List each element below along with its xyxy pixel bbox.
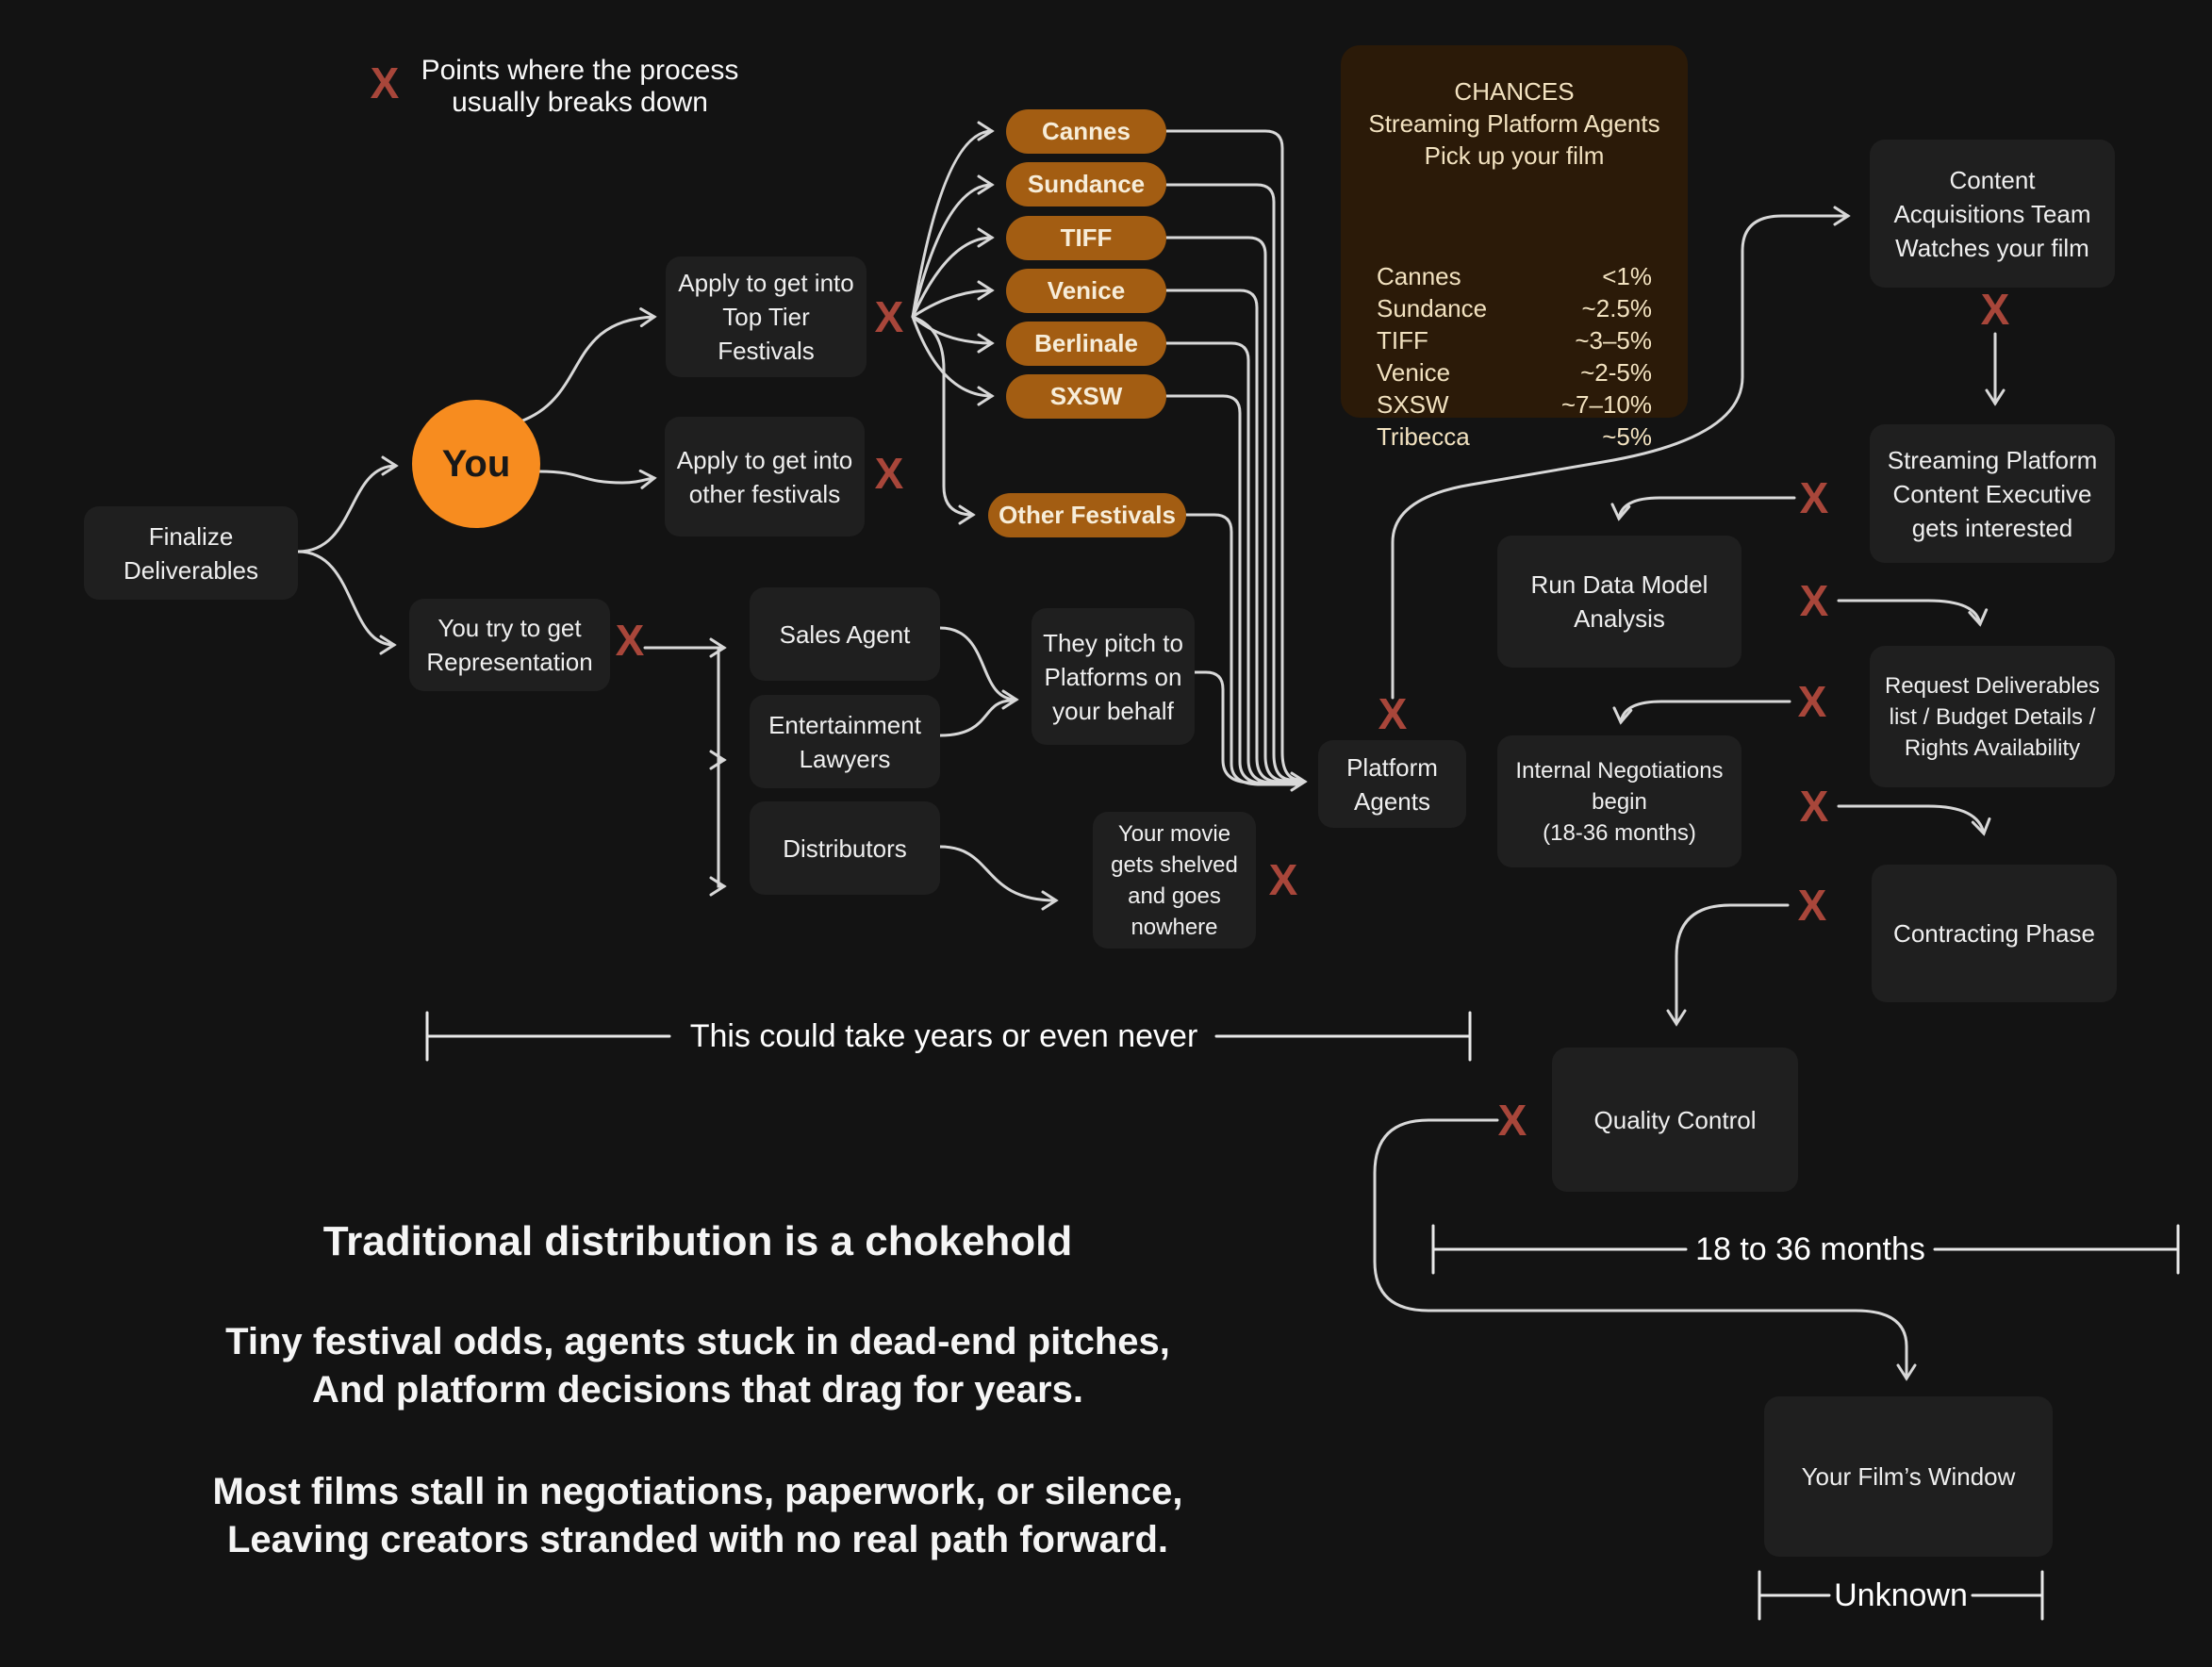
node-finalize-deliverables: Finalize Deliverables: [84, 506, 298, 600]
line-bundle-venice: [1164, 289, 1301, 784]
node-you: You: [412, 400, 540, 528]
chances-row-value: ~2.5%: [1581, 294, 1652, 322]
arrow-fan-venice: [911, 280, 995, 319]
chances-row-value: <1%: [1602, 262, 1652, 290]
chances-row: TIFF ~3–5%: [1377, 324, 1652, 356]
chances-panel: CHANCES Streaming Platform Agents Pick u…: [1341, 45, 1688, 451]
node-internal-negotiations: Internal Negotiations begin (18-36 month…: [1497, 735, 1742, 867]
chances-row-name: Tribecca: [1377, 422, 1470, 451]
node-movie-shelved: Your movie gets shelved and goes nowhere: [1093, 812, 1256, 949]
node-pitch-platforms: They pitch to Platforms on your behalf: [1032, 608, 1195, 745]
node-content-acquisitions: Content Acquisitions Team Watches your f…: [1870, 140, 2115, 288]
chances-row: Venice ~2-5%: [1377, 356, 1652, 388]
chances-rows: Cannes <1% Sundance ~2.5% TIFF ~3–5% Venice…: [1377, 260, 1652, 453]
arrow-fan-cannes: [911, 121, 995, 319]
footer-paragraph-1: Tiny festival odds, agents stuck in dead…: [225, 1321, 1170, 1411]
arrow-you-to-apply-other: [537, 469, 657, 489]
arrow-x1-to-rundata: [1610, 496, 1796, 521]
node-apply-other-festivals: Apply to get into other festivals: [665, 417, 865, 536]
line-bundle-sundance: [1164, 183, 1301, 782]
arrow-branch-to-distributors: [709, 758, 727, 897]
arrow-x2-to-request: [1837, 599, 1989, 627]
chances-row-value: ~7–10%: [1560, 390, 1652, 419]
break-x-quality: X: [1497, 1096, 1527, 1145]
chances-row: Sundance ~2.5%: [1377, 292, 1652, 324]
arrow-finalize-to-representation: [296, 550, 397, 655]
arrow-finalize-to-you: [296, 455, 399, 553]
legend-x-icon: X: [370, 58, 400, 107]
pill-other-festivals: Other Festivals: [988, 493, 1186, 537]
node-run-data-model: Run Data Model Analysis: [1497, 536, 1742, 668]
arrow-fan-berlinale: [911, 315, 995, 354]
measure-months-label: 18 to 36 months: [1695, 1231, 1925, 1267]
node-quality-control: Quality Control: [1552, 1048, 1798, 1192]
break-x-shelved: X: [1268, 855, 1298, 904]
arrow-branch-to-lawyers: [709, 646, 727, 770]
chances-row-value: ~3–5%: [1575, 326, 1652, 355]
legend-text: Points where the process usually breaks …: [421, 55, 739, 118]
break-x-streaming: X: [1799, 473, 1829, 522]
node-contracting-phase: Contracting Phase: [1872, 865, 2117, 1002]
arrow-to-other-festivals: [911, 315, 976, 525]
arrow-platformx-to-content-acq: [1391, 206, 1851, 700]
line-bundle-berlinale: [1164, 341, 1301, 784]
chances-row-name: Sundance: [1377, 294, 1488, 322]
break-x-negotiations: X: [1799, 782, 1829, 831]
arrow-fan-tiff: [911, 227, 995, 319]
arrow-you-to-apply-top: [519, 307, 657, 423]
measure-unknown-label: Unknown: [1834, 1577, 1968, 1613]
measure-years-label: This could take years or even never: [690, 1018, 1198, 1054]
break-x-request: X: [1797, 677, 1827, 726]
chances-row: Tribecca ~5%: [1377, 421, 1652, 453]
arrow-x3-to-negotiations: [1612, 700, 1791, 725]
node-film-window: Your Film’s Window: [1764, 1396, 2053, 1557]
chances-row-name: TIFF: [1377, 326, 1428, 355]
arrow-fan-sundance: [911, 174, 995, 319]
node-sales-agent: Sales Agent: [750, 587, 940, 681]
arrow-x4-to-contracting: [1837, 804, 1991, 836]
pill-tiff: TIFF: [1006, 216, 1166, 260]
node-platform-agents: Platform Agents: [1318, 740, 1466, 828]
footer-paragraph-2: Most films stall in negotiations, paperw…: [212, 1471, 1183, 1560]
node-streaming-executive: Streaming Platform Content Executive get…: [1870, 424, 2115, 563]
chances-row-name: Venice: [1377, 358, 1451, 387]
break-x-representation: X: [615, 616, 645, 665]
node-request-deliverables: Request Deliverables list / Budget Detai…: [1870, 646, 2115, 787]
arrow-x5-to-quality: [1666, 903, 1790, 1027]
pill-sxsw: SXSW: [1006, 374, 1166, 419]
pill-cannes: Cannes: [1006, 109, 1166, 154]
line-bundle-cannes: [1164, 129, 1301, 782]
chances-row-name: SXSW: [1377, 390, 1449, 419]
chances-row: SXSW ~7–10%: [1377, 388, 1652, 421]
pill-berlinale: Berlinale: [1006, 322, 1166, 366]
pill-sundance: Sundance: [1006, 162, 1166, 206]
chances-row-name: Cannes: [1377, 262, 1461, 290]
line-bundle-tiff: [1164, 236, 1301, 783]
chances-row-value: ~2-5%: [1580, 358, 1652, 387]
arrow-fan-sxsw: [911, 315, 995, 406]
break-x-apply-other: X: [874, 449, 904, 498]
break-x-rundata: X: [1799, 576, 1829, 625]
line-pitch-to-bundle: [1193, 670, 1282, 784]
arrow-qualityx-to-window: [1373, 1118, 1917, 1381]
chances-title: CHANCES Streaming Platform Agents Pick u…: [1368, 77, 1660, 170]
arrow-distributors-to-shelved: [938, 845, 1059, 911]
pill-venice: Venice: [1006, 269, 1166, 313]
break-x-apply-top: X: [874, 292, 904, 341]
node-distributors: Distributors: [750, 801, 940, 895]
footer-headline: Traditional distribution is a chokehold: [322, 1218, 1073, 1264]
break-x-platform-agents: X: [1378, 689, 1408, 738]
line-lawyers-to-pitch: [938, 699, 1013, 737]
node-representation: You try to get Representation: [409, 599, 610, 691]
node-apply-top-tier: Apply to get into Top Tier Festivals: [666, 256, 867, 377]
arrow-sales-to-pitch: [938, 626, 1019, 710]
break-x-contracting: X: [1797, 881, 1827, 930]
chances-row-value: ~5%: [1602, 422, 1652, 451]
footer-copy: Traditional distribution is a chokehold …: [0, 1218, 1395, 1564]
node-entertainment-lawyers: Entertainment Lawyers: [750, 695, 940, 788]
break-x-content-acq: X: [1980, 285, 2010, 334]
chances-row: Cannes <1%: [1377, 260, 1652, 292]
